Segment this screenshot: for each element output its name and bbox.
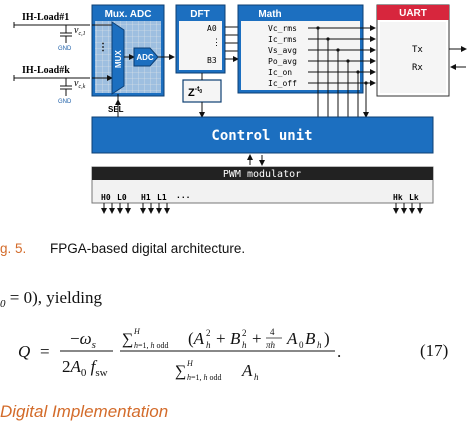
uart-title: UART	[399, 8, 427, 19]
math-out-vs-avg: Vs_avg	[268, 46, 297, 55]
control-unit-label: Control unit	[211, 128, 312, 144]
equation-number: (17)	[420, 341, 449, 360]
math-out-ic-on: Ic_on	[268, 68, 292, 77]
pwm-out-h1: H1	[141, 193, 151, 202]
svg-text:+: +	[252, 329, 262, 348]
dft-out-a0: A0	[207, 24, 217, 33]
uart-block: UART Tx Rx	[376, 4, 467, 97]
svg-text:): )	[324, 329, 330, 348]
pwm-out-hk: Hk	[393, 193, 403, 202]
yield-prefix: 0	[0, 298, 6, 310]
capacitor-k	[60, 78, 72, 96]
pwm-out-lk: Lk	[409, 193, 419, 202]
svg-text:∑: ∑	[175, 363, 186, 380]
pwm-out-l1: L1	[157, 193, 167, 202]
pwm-out-h0: H0	[101, 193, 111, 202]
svg-text:B: B	[305, 329, 316, 348]
math-title: Math	[258, 9, 281, 20]
svg-text:⋮: ⋮	[98, 42, 108, 53]
mux-trapezoid	[111, 21, 125, 95]
dft-block: vc DFT A0 ⋮ B3 Z-t0	[158, 4, 238, 118]
dft-out-b3: B3	[207, 56, 217, 65]
caption-label: g. 5.	[0, 241, 27, 256]
pwm-out-l0: L0	[117, 193, 127, 202]
load-inputs: IH-Load#1 IH-Load#k GND GND vc,1 vc,k	[13, 12, 90, 105]
pwm-ellipsis: ···	[176, 193, 190, 202]
svg-text:h: h	[317, 340, 322, 350]
caption-text: FPGA-based digital architecture.	[50, 241, 246, 256]
svg-text:.: .	[337, 342, 341, 361]
capacitor-1	[60, 25, 72, 43]
svg-text:=: =	[40, 342, 50, 361]
svg-text:2: 2	[206, 328, 211, 338]
pwm-label: PWM modulator	[223, 169, 301, 180]
svg-text:h: h	[206, 340, 211, 350]
svg-text:A: A	[286, 329, 298, 348]
architecture-figure: IH-Load#1 IH-Load#k GND GND vc,1 vc,k Mu…	[13, 4, 467, 214]
yield-text: = 0), yielding	[9, 288, 102, 307]
math-out-ic-rms: Ic_rms	[268, 35, 297, 44]
vc1-label: vc,1	[74, 25, 86, 37]
adc-label: ADC	[136, 53, 154, 62]
mux-label: MUX	[114, 50, 123, 68]
load-k-label: IH-Load#k	[22, 65, 70, 76]
load-1-label: IH-Load#1	[22, 12, 69, 23]
svg-text:h: h	[242, 340, 247, 350]
vck-label: vc,k	[74, 78, 86, 90]
svg-text:2A0 fsw: 2A0 fsw	[62, 357, 108, 379]
svg-text:H: H	[133, 327, 141, 336]
svg-text:h: h	[254, 372, 259, 382]
uart-tx: Tx	[412, 45, 423, 55]
section-heading: Digital Implementation	[0, 402, 169, 421]
svg-text:H: H	[186, 359, 194, 368]
yield-line: 0 = 0), yielding	[0, 288, 102, 310]
svg-text:0: 0	[299, 340, 304, 350]
svg-text:h=1, h odd: h=1, h odd	[134, 341, 169, 350]
delay-label: Z-t0	[188, 86, 202, 99]
svg-text:−ωs: −ωs	[70, 329, 96, 351]
figure-caption: g. 5. FPGA-based digital architecture.	[0, 241, 474, 263]
adc-shape	[133, 47, 159, 67]
pwm-modulator: PWM modulator H0 L0 H1 L1 ··· Hk Lk	[91, 166, 434, 214]
svg-text:B: B	[230, 329, 241, 348]
mux-adc-title: Mux. ADC	[105, 9, 152, 20]
control-unit: Control unit	[91, 99, 434, 166]
math-out-po-avg: Po_avg	[268, 57, 297, 66]
uart-rx: Rx	[412, 63, 423, 73]
math-out-vc-rms: Vc_rms	[268, 24, 297, 33]
svg-text:(A: (A	[188, 329, 205, 348]
math-out-ic-off: Ic_off	[268, 79, 297, 88]
svg-text:2: 2	[242, 328, 247, 338]
dft-title: DFT	[190, 9, 209, 20]
sel-label: SEL	[108, 105, 124, 114]
svg-text:⋮: ⋮	[212, 37, 221, 47]
svg-text:A: A	[241, 361, 253, 380]
svg-text:+: +	[216, 329, 226, 348]
svg-text:4: 4	[270, 327, 275, 337]
svg-text:h=1, h odd: h=1, h odd	[187, 373, 222, 382]
mux-adc-block: Mux. ADC ⋮ MUX ADC SEL	[91, 4, 165, 114]
svg-text:∑: ∑	[122, 331, 133, 348]
math-block: Math Vc_rms Ic_rms Vs_avg Po_avg Ic_on I…	[237, 4, 376, 117]
gnd-k-label: GND	[58, 99, 72, 105]
svg-text:πh: πh	[266, 340, 276, 350]
gnd-1-label: GND	[58, 46, 72, 52]
svg-text:Q: Q	[18, 342, 30, 361]
equation-17: Q = −ωs 2A0 fsw ∑ H h=1, h odd (A 2 h + B…	[18, 327, 341, 382]
